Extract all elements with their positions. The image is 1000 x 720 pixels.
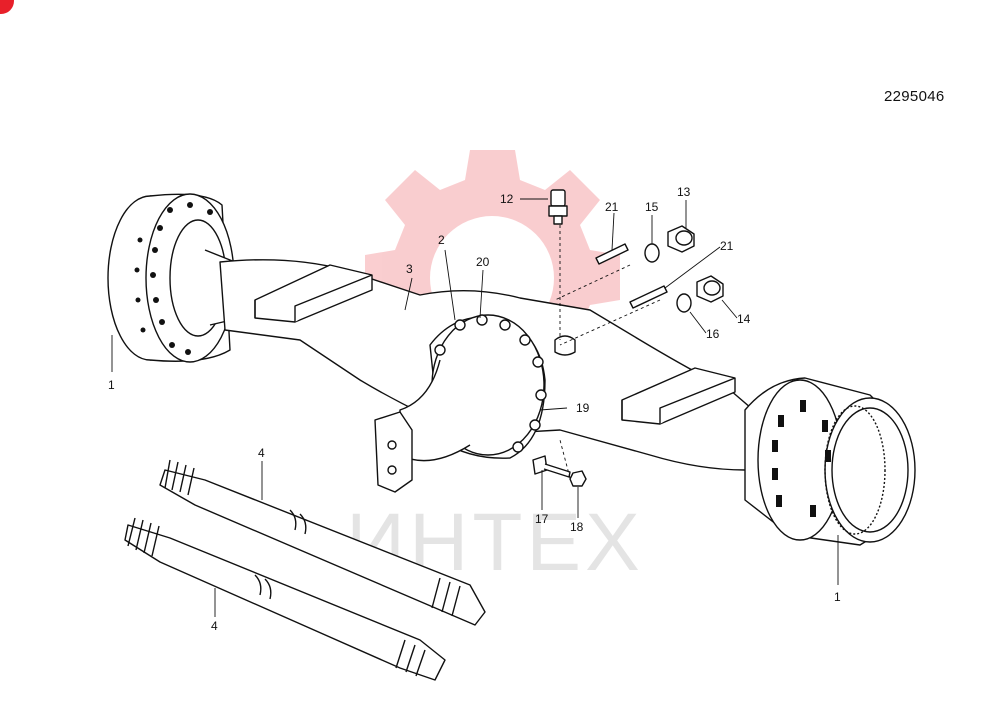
callout-labels: 1 1 2 3 4 4 12 13 14 15 16 17 18 19 20 2… xyxy=(108,185,841,633)
callout-19: 19 xyxy=(576,401,590,415)
pin-21-lower xyxy=(629,285,668,309)
callout-4-upper: 4 xyxy=(258,446,265,460)
callout-3: 3 xyxy=(406,262,413,276)
axle-shaft-lower xyxy=(124,517,446,681)
callout-13: 13 xyxy=(677,185,691,199)
breather-plug-12 xyxy=(548,189,568,225)
left-wheel-hub xyxy=(107,193,241,363)
callout-21-upper: 21 xyxy=(605,200,619,214)
callout-1-left: 1 xyxy=(108,378,115,392)
leader-lines xyxy=(111,198,839,617)
callout-15: 15 xyxy=(645,200,659,214)
axle-shaft-upper xyxy=(159,459,486,626)
callout-4-lower: 4 xyxy=(211,619,218,633)
nut-18 xyxy=(569,470,587,487)
callout-12: 12 xyxy=(500,192,514,206)
document-number: 2295046 xyxy=(884,88,945,105)
differential-carrier xyxy=(374,314,547,493)
callout-21-lower: 21 xyxy=(720,239,734,253)
callout-17: 17 xyxy=(535,512,549,526)
right-wheel-hub xyxy=(744,377,916,546)
washer-15 xyxy=(644,243,660,263)
bolt-17 xyxy=(532,455,571,478)
callout-18: 18 xyxy=(570,520,584,534)
washer-16 xyxy=(676,293,692,313)
plug-14 xyxy=(696,275,724,303)
callout-16: 16 xyxy=(706,327,720,341)
callout-20: 20 xyxy=(476,255,490,269)
pin-21-upper xyxy=(595,243,629,265)
callout-14: 14 xyxy=(737,312,751,326)
plug-13 xyxy=(667,225,695,253)
callout-2: 2 xyxy=(438,233,445,247)
callout-1-right: 1 xyxy=(834,590,841,604)
